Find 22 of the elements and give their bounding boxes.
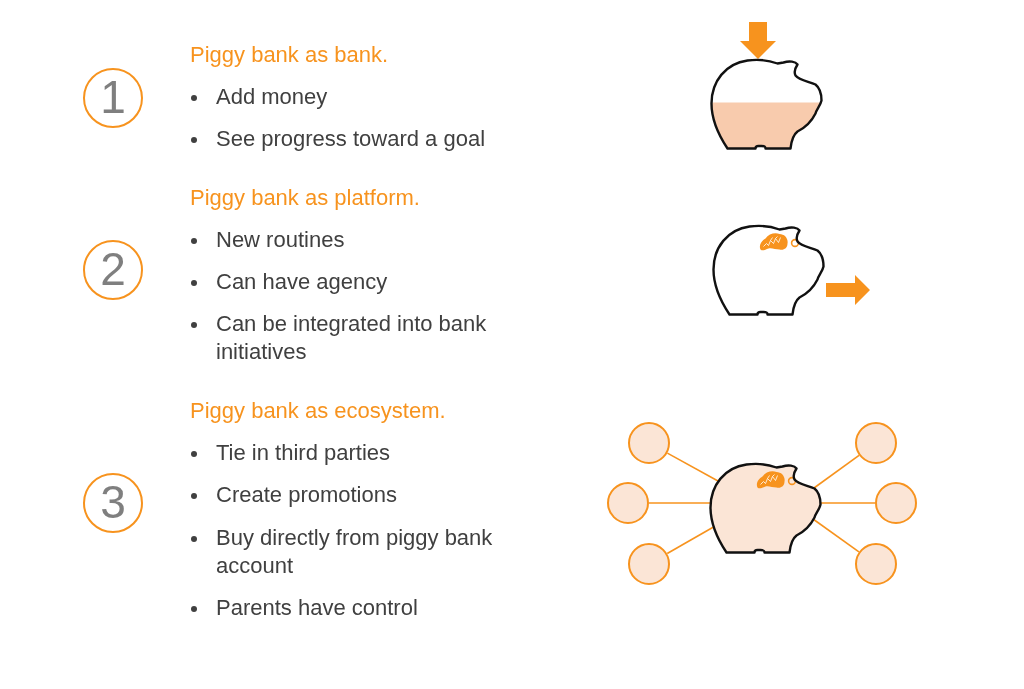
bullet-text: Can be integrated into bank initiatives — [216, 310, 488, 366]
connector-line — [666, 526, 715, 555]
section-heading: Piggy bank as platform. — [190, 184, 420, 212]
section-heading: Piggy bank as ecosystem. — [190, 397, 446, 425]
piggy-bank-drawing — [711, 223, 825, 316]
block-arrow — [740, 22, 776, 59]
bullet-text: New routines — [216, 226, 346, 254]
connector-line — [813, 454, 860, 489]
connector-line — [812, 518, 860, 553]
piggy-bank-drawing — [709, 57, 823, 150]
bullet-text: Buy directly from piggy bank account — [216, 524, 494, 580]
bullet-text: Can have agency — [216, 268, 389, 296]
bullet-text: See progress toward a goal — [216, 125, 487, 153]
bullet-text: Tie in third parties — [216, 439, 392, 467]
connector-line — [666, 452, 719, 482]
connector-line — [819, 502, 876, 504]
connector-line — [648, 502, 711, 504]
bullet-text: Add money — [216, 83, 329, 111]
section-heading: Piggy bank as bank. — [190, 41, 389, 69]
bullet-text: Create promotions — [216, 481, 398, 509]
piggy-bank-drawing — [708, 461, 822, 554]
bullet-text: Parents have control — [216, 594, 419, 622]
